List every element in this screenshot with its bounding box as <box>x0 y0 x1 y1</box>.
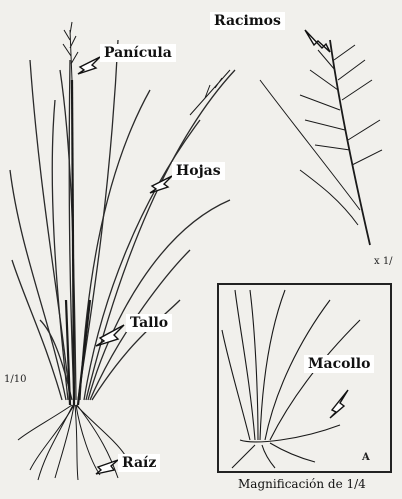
magnification-inset-frame <box>217 283 392 473</box>
arrow-panicula <box>78 57 100 74</box>
label-tallo: Tallo <box>126 314 172 332</box>
inset-letter: A <box>362 452 370 463</box>
arrow-raiz <box>96 460 118 474</box>
racimos-drawing <box>260 40 382 245</box>
label-hojas: Hojas <box>172 162 225 180</box>
arrow-racimos <box>305 30 330 52</box>
main-scale-note: 1/10 <box>4 374 26 385</box>
racimos-scale-note: x 1/ <box>374 256 393 267</box>
label-raiz: Raíz <box>118 454 160 472</box>
main-plant-leaves <box>10 40 235 400</box>
label-macollo: Macollo <box>304 355 374 373</box>
magnification-caption: Magnificación de 1/4 <box>238 477 366 491</box>
label-racimos: Racimos <box>210 12 285 30</box>
label-panicula: Panícula <box>100 44 176 62</box>
